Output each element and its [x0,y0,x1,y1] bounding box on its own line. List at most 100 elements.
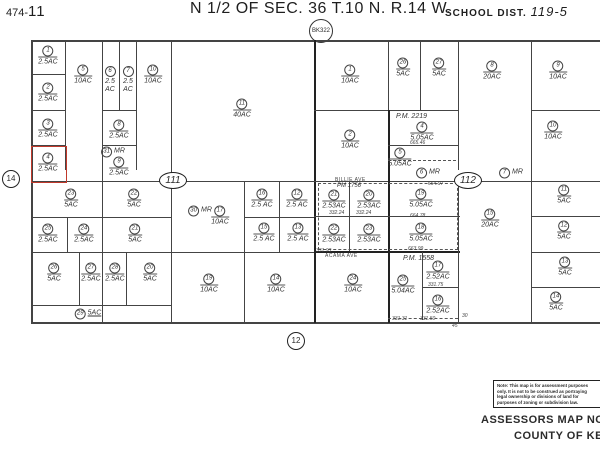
parcel-number: 11 [558,184,570,196]
block-line [388,40,389,110]
parcel-29[interactable]: 29 5AC [74,308,101,320]
subdivision-oval-111[interactable]: 111 [159,172,187,189]
parcel-number: 4 [416,121,428,133]
dimension-label: 332.24 [329,210,345,216]
parcel-area: 2.5 AC [251,199,273,209]
selected-parcel-highlight[interactable] [31,146,67,183]
assessors-map-title: ASSESSORS MAP NO.__ [481,414,600,426]
parcel-area: 2.5 AC [105,78,115,93]
block-line [420,40,421,110]
parcel-number: 4 [42,152,54,164]
parcel-number: 21 [129,223,141,235]
parcel-number: 17 [214,205,226,217]
parcel-number: 17 [432,260,444,272]
map-page: 11 [28,3,46,20]
parcel-area: 5AC [47,273,61,283]
parcel-number: 23 [65,188,77,200]
adjacent-map-south[interactable]: 12 [287,332,305,350]
parcel-area: 5AC [64,199,78,209]
parcel-area: 2.5AC [38,163,58,173]
parcel-map-label: PM 1756 [337,183,362,189]
parcel-number: 22 [328,223,340,235]
parcel-number: 1 [344,64,356,76]
parcel-number: 21 [328,189,340,201]
parcel-e7[interactable]: 7 MR [499,167,523,179]
adjacent-map-west[interactable]: 14 [2,170,20,188]
parcel-number: 19 [203,273,215,285]
map-number: 474-11 [6,3,46,20]
parcel-area: 2.5AC [81,273,101,283]
parcel-31[interactable]: 31 MR [101,146,125,158]
parcel-30[interactable]: 30 MR [188,205,212,217]
parcel-area: 5.05AC [409,199,433,209]
street-acama-ave: ACAMA AVE [325,253,358,259]
parcel-e6[interactable]: 6 MR [416,167,440,179]
note-line: only. It is not to be construed as portr… [497,388,587,394]
parcel-number: 15 [484,208,496,220]
parcel-area: 5AC [432,68,446,78]
parcel-number: 1 [42,45,54,57]
subdivision-oval-112[interactable]: 112 [454,172,482,189]
parcel-number: 16 [256,188,268,200]
parcel-area: 2.5AC [38,93,58,103]
parcel-area: 2.5 AC [123,78,133,93]
parcel-number: 14 [270,273,282,285]
parcel-area: 2.5AC [38,234,58,244]
block-line [244,181,245,323]
block-line [531,252,600,253]
parcel-area: 10AC [341,75,359,85]
block-line [65,40,66,170]
